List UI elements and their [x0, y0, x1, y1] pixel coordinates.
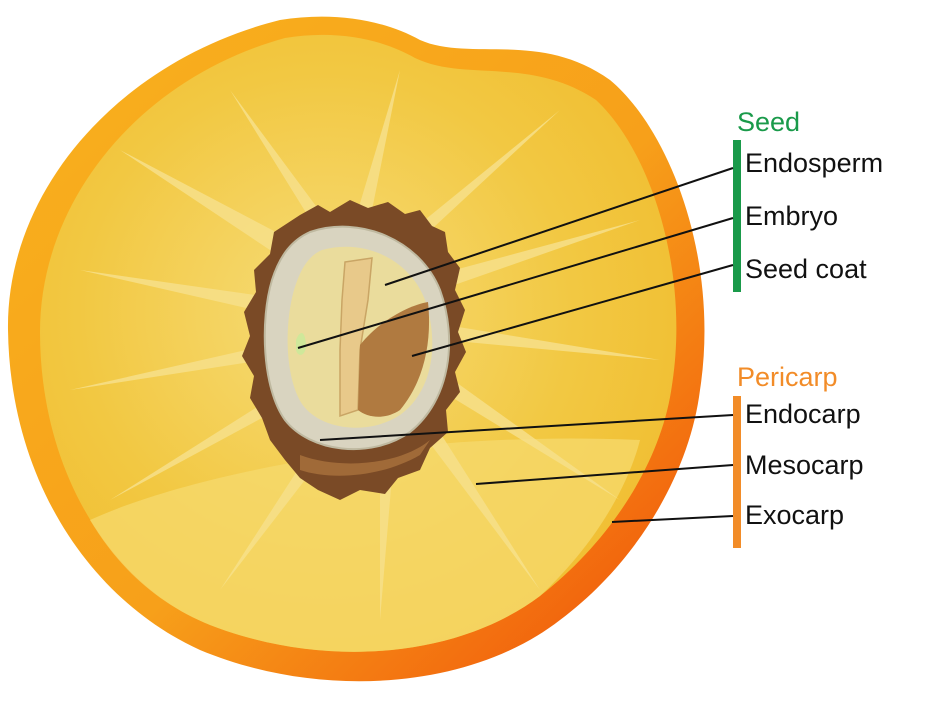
label-endosperm: Endosperm	[745, 148, 883, 178]
leader-endosperm	[384, 167, 734, 286]
flesh-rays	[70, 70, 660, 620]
leader-endocarp	[319, 414, 734, 441]
pericarp-bracket-bar	[733, 396, 741, 548]
label-endocarp: Endocarp	[745, 399, 861, 429]
seed-group-title: Seed	[737, 107, 800, 137]
label-exocarp: Exocarp	[745, 500, 844, 530]
leader-embryo	[297, 217, 734, 349]
endocarp-highlight	[300, 440, 430, 476]
label-embryo: Embryo	[745, 201, 838, 231]
leader-seed-coat	[411, 264, 734, 357]
seed-bracket-bar	[733, 140, 741, 292]
pericarp-group-title: Pericarp	[737, 362, 838, 392]
embryo-cotyledon	[358, 302, 430, 417]
leader-mesocarp	[475, 464, 734, 485]
label-seed-coat: Seed coat	[745, 254, 867, 284]
mesocarp-light-region	[90, 438, 640, 652]
embryo-radicle	[296, 333, 306, 355]
leader-exocarp	[611, 515, 734, 523]
label-mesocarp: Mesocarp	[745, 450, 864, 480]
